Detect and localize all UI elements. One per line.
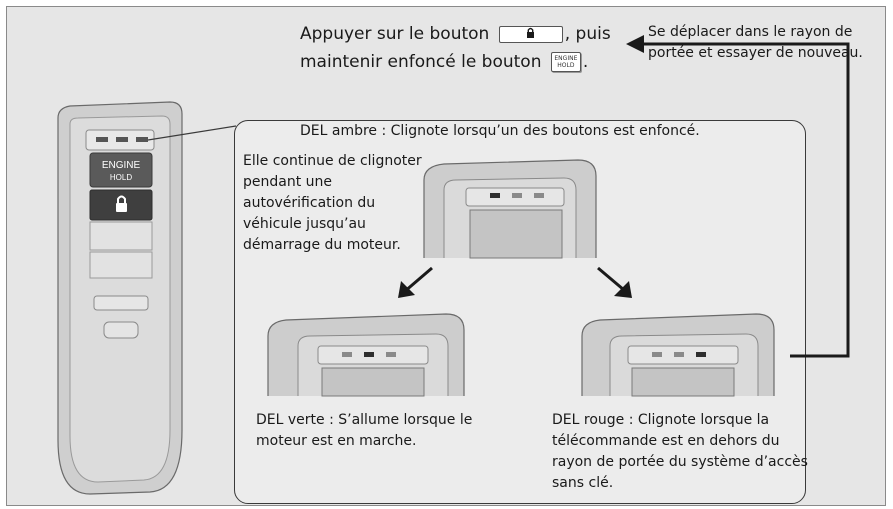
retry-loop-arrow bbox=[626, 35, 850, 358]
instruction-line2-after: . bbox=[582, 52, 589, 72]
fob-closeup-red bbox=[581, 313, 775, 397]
inline-engine-label: ENGINE bbox=[554, 55, 578, 62]
arrow-down-left bbox=[398, 266, 433, 298]
instruction-line1-before: Appuyer sur le bouton bbox=[300, 24, 495, 44]
fob-led-1 bbox=[96, 137, 108, 142]
led-red bbox=[696, 352, 706, 357]
instruction-line2-before: maintenir enfoncé le bouton bbox=[300, 52, 547, 72]
retry-note: Se déplacer dans le rayon de portée et e… bbox=[648, 24, 863, 61]
led-red-mid bbox=[674, 352, 684, 357]
lock-icon bbox=[116, 195, 127, 212]
fob-closeup-amber bbox=[423, 159, 597, 259]
instruction-line-1: Appuyer sur le bouton , puis bbox=[300, 22, 611, 46]
red-led-caption: DEL rouge : Clignote lorsque la télécomm… bbox=[552, 412, 808, 491]
engine-hold-button bbox=[89, 152, 153, 188]
lock-icon bbox=[526, 27, 534, 38]
led-right bbox=[534, 193, 544, 198]
arrow-down-right bbox=[597, 266, 632, 298]
fob-led-2 bbox=[116, 137, 128, 142]
trunk-button bbox=[89, 251, 153, 279]
fob-engine-label: ENGINE bbox=[102, 160, 141, 171]
led-green-left bbox=[342, 352, 352, 357]
unlock-button bbox=[89, 221, 153, 251]
key-fob: ENGINE HOLD bbox=[57, 101, 183, 495]
lock-button-inline bbox=[498, 25, 563, 43]
fob-hold-label: HOLD bbox=[110, 173, 132, 182]
fob-closeup-green bbox=[267, 313, 465, 397]
led-green-right bbox=[386, 352, 396, 357]
green-led-caption: DEL verte : S’allume lorsque le moteur e… bbox=[256, 412, 473, 449]
callout-line-fob bbox=[147, 125, 237, 141]
led-amber bbox=[490, 193, 500, 198]
amber-continue-caption: Elle continue de clignoter pendant une a… bbox=[243, 151, 423, 256]
led-red-left bbox=[652, 352, 662, 357]
led-green bbox=[364, 352, 374, 357]
led-mid bbox=[512, 193, 522, 198]
instruction-line1-after: , puis bbox=[564, 24, 611, 44]
panic-button bbox=[93, 295, 149, 311]
fob-key-slot bbox=[103, 321, 139, 339]
inline-hold-label: HOLD bbox=[557, 62, 575, 69]
fob-led-3 bbox=[136, 137, 148, 142]
amber-led-caption: DEL ambre : Clignote lorsqu’un des bouto… bbox=[300, 123, 700, 139]
